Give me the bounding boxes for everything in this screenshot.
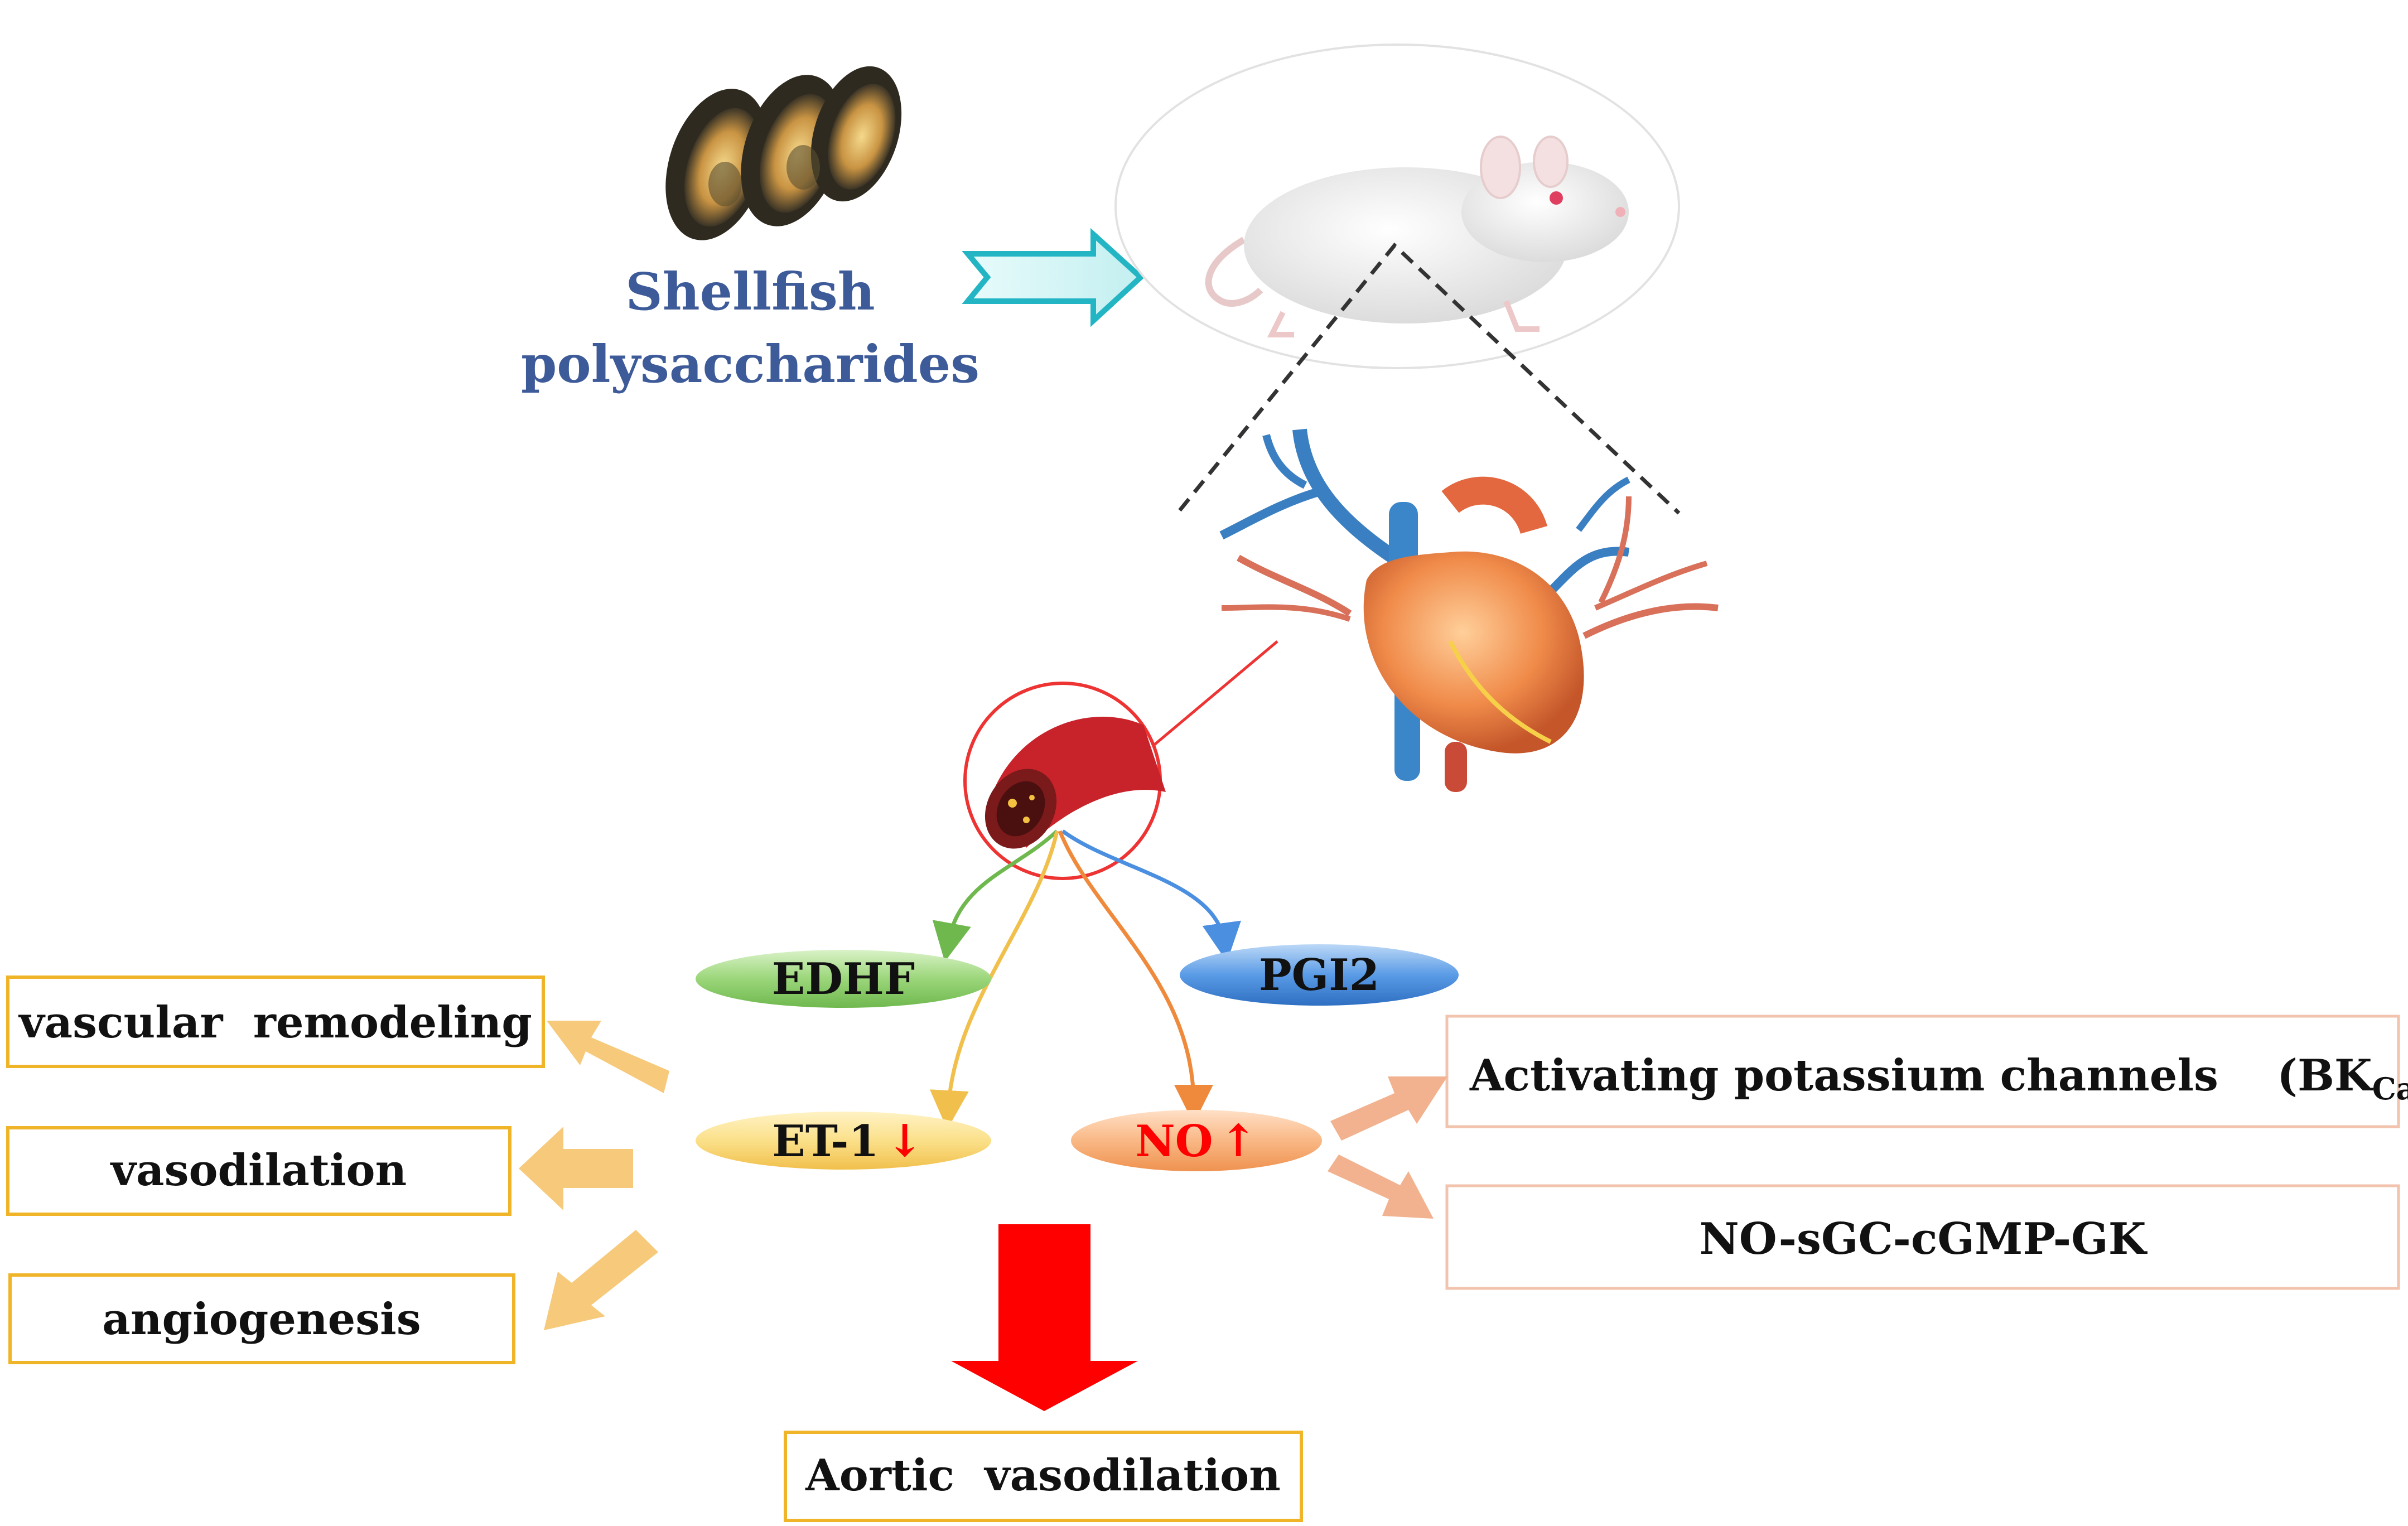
zoom-lines — [1178, 242, 1681, 515]
effect-box-angiogenesis: angiogenesis — [8, 1273, 515, 1364]
result-arrow — [951, 1224, 1138, 1411]
rat-icon — [1114, 44, 1680, 369]
effect-pathway: NO-sGC-cGMP-GK — [1699, 1214, 2148, 1264]
effect-vascular-remodeling: vascular remodeling — [18, 997, 532, 1048]
blood-vessel-icon — [963, 640, 1278, 880]
effect-potassium-text: Activating potassium channels (BKCa) — [1469, 1050, 2408, 1107]
pgi2-label: PGI2 — [1259, 950, 1379, 1001]
effect-box-vascular-remodeling: vascular remodeling — [6, 976, 545, 1068]
effect-box-vasodilation: vasodilation — [6, 1126, 511, 1216]
result-label: Aortic vasodilation — [805, 1450, 1281, 1501]
edhf-node: EDHF — [696, 950, 991, 1008]
et1-node: ET-1 ↓ — [696, 1112, 991, 1170]
arrow-to-pgi2 — [1061, 829, 1241, 962]
right-effect-arrows — [1328, 1076, 1447, 1219]
effect-angiogenesis: angiogenesis — [102, 1294, 421, 1345]
effect-vasodilation: vasodilation — [110, 1145, 407, 1196]
no-up-arrow: ↑ — [1219, 1114, 1257, 1167]
arrow-to-edhf — [932, 829, 1059, 962]
shellfish-icon — [665, 66, 902, 240]
source-label-line2: polysaccharides — [521, 334, 979, 394]
effect-box-pathway: NO-sGC-cGMP-GK — [1445, 1184, 2400, 1290]
edhf-label: EDHF — [772, 954, 915, 1005]
effect-potassium-sub: Ca — [2372, 1071, 2408, 1107]
effect-box-potassium: Activating potassium channels (BKCa) — [1445, 1015, 2408, 1128]
et1-label: ET-1 — [772, 1116, 879, 1167]
heart-icon — [1219, 428, 1719, 792]
source-label-line1: Shellfish — [625, 262, 875, 322]
no-node: NO ↑ — [1071, 1110, 1322, 1171]
administration-arrow — [962, 228, 1145, 327]
no-label: NO — [1135, 1116, 1213, 1167]
effect-potassium: Activating potassium channels (BK — [1469, 1050, 2374, 1101]
result-box: Aortic vasodilation — [784, 1431, 1303, 1522]
arrow-to-et1 — [929, 830, 1059, 1129]
pgi2-node: PGI2 — [1180, 944, 1459, 1006]
arrow-to-no — [1058, 830, 1213, 1124]
left-effect-arrows — [519, 1021, 669, 1330]
et1-down-arrow: ↓ — [886, 1114, 923, 1167]
